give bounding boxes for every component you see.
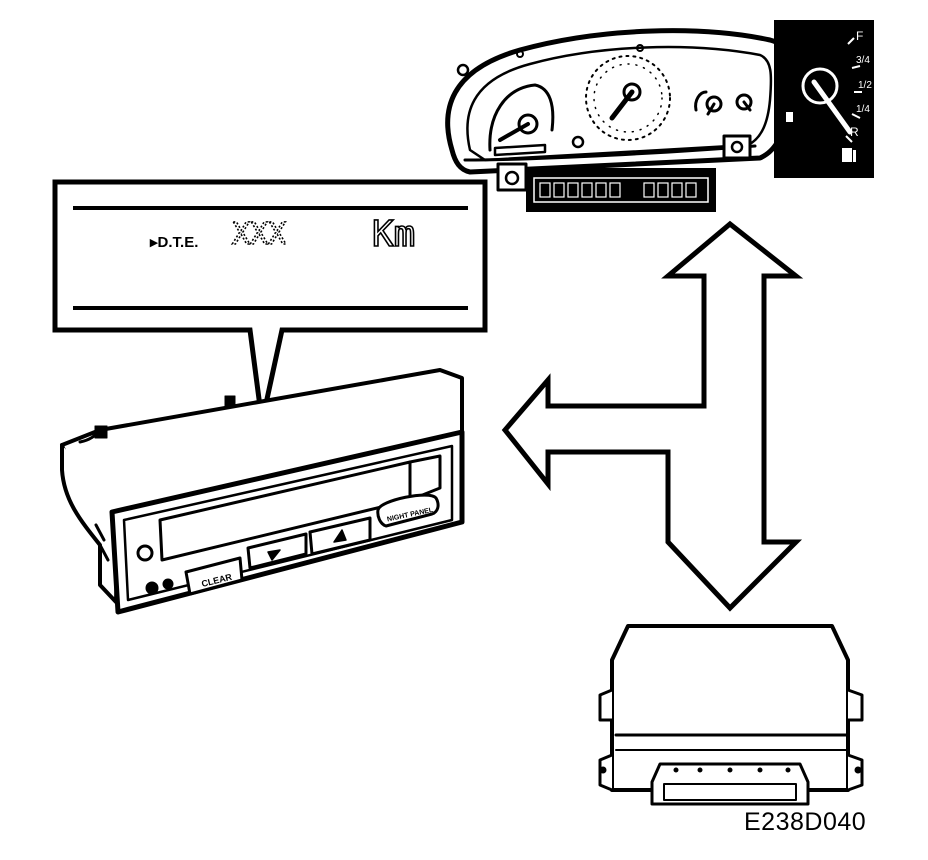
up-arrow-button[interactable] [308,516,372,556]
display-callout: ▸D.T.E. XXX Km [52,179,488,423]
down-arrow-icon [267,549,281,561]
fuel-mark-full: F [856,29,863,43]
instrument-cluster [445,28,792,192]
up-arrow-icon [333,529,347,543]
fuel-pump-icon [842,148,856,162]
information-display-unit: CLEAR NIGHT PANEL [60,368,465,615]
dte-value: XXX [232,217,286,252]
fuel-mark-reserve: R [850,125,859,139]
fuel-gauge-inset: F 3/4 1/2 1/4 R [774,20,874,178]
fuel-mark-quarter: 1/4 [856,104,870,115]
fuel-mark-half: 1/2 [858,80,872,91]
dte-unit: Km [372,214,415,255]
down-arrow-button[interactable] [246,532,308,570]
signal-arrows [501,220,804,612]
clear-button[interactable]: CLEAR [184,556,244,596]
fuel-mark-three-quarter: 3/4 [856,55,870,66]
fuel-pump-small-icon [786,112,793,122]
dte-label: ▸D.T.E. [149,234,198,251]
odometer-display [526,168,716,212]
control-module [598,624,864,806]
speedometer-dial [585,55,671,141]
figure-reference-code: E238D040 [744,808,867,836]
night-panel-button[interactable]: NIGHT PANEL [376,493,440,528]
module-connector [650,762,810,806]
